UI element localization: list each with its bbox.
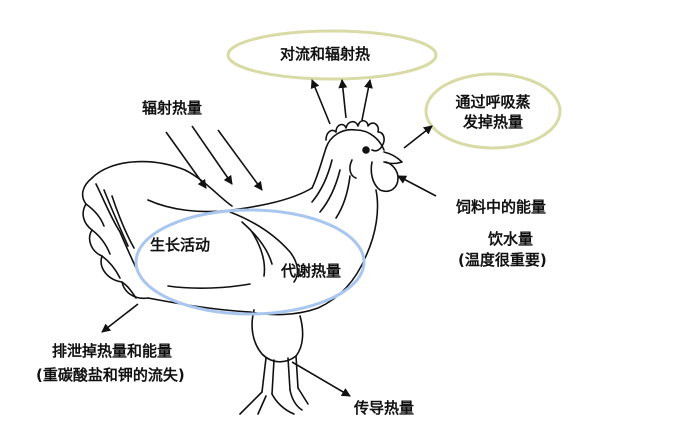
body-metabolism-oval xyxy=(134,208,366,316)
convection-arrow-1 xyxy=(310,79,331,125)
convection-arrow-3 xyxy=(361,79,373,121)
respiration-arrow xyxy=(403,125,433,149)
feed-water-arrow xyxy=(397,175,437,197)
conduction-heat-label: 传导热量 xyxy=(354,399,415,417)
radiant-arrow-1 xyxy=(165,131,207,189)
heat-flow-arrows xyxy=(101,79,437,397)
convection-oval xyxy=(226,29,438,81)
radiant-arrow-3 xyxy=(217,129,263,191)
excretion-arrow xyxy=(101,303,139,333)
radiant-arrow-2 xyxy=(191,125,233,185)
feed-energy-label: 饲料中的能量 xyxy=(456,198,547,216)
respiration-heat-line-1: 通过呼吸蒸 xyxy=(455,93,531,111)
excretion-label-line-1: 排泄掉热量和能量 xyxy=(52,342,173,360)
respiration-heat-line-2: 发掉热量 xyxy=(462,113,523,131)
water-intake-label: 饮水量 xyxy=(488,230,534,248)
metabolic-heat-label: 代谢热量 xyxy=(281,262,342,280)
growth-activity-label: 生长活动 xyxy=(150,236,211,254)
water-temp-note-label: (温度很重要) xyxy=(458,251,547,269)
excretion-label-line-2: (重碳酸盐和钾的流失) xyxy=(36,366,185,384)
respiration-heat-label: 通过呼吸蒸 发掉热量 xyxy=(443,93,543,131)
respiration-oval xyxy=(424,72,562,150)
convection-arrow-2 xyxy=(338,79,348,119)
conduction-arrow xyxy=(291,361,351,397)
convection-radiation-label: 对流和辐射热 xyxy=(280,45,371,63)
chicken-illustration xyxy=(81,119,403,415)
radiant-heat-label: 辐射热量 xyxy=(142,99,203,117)
